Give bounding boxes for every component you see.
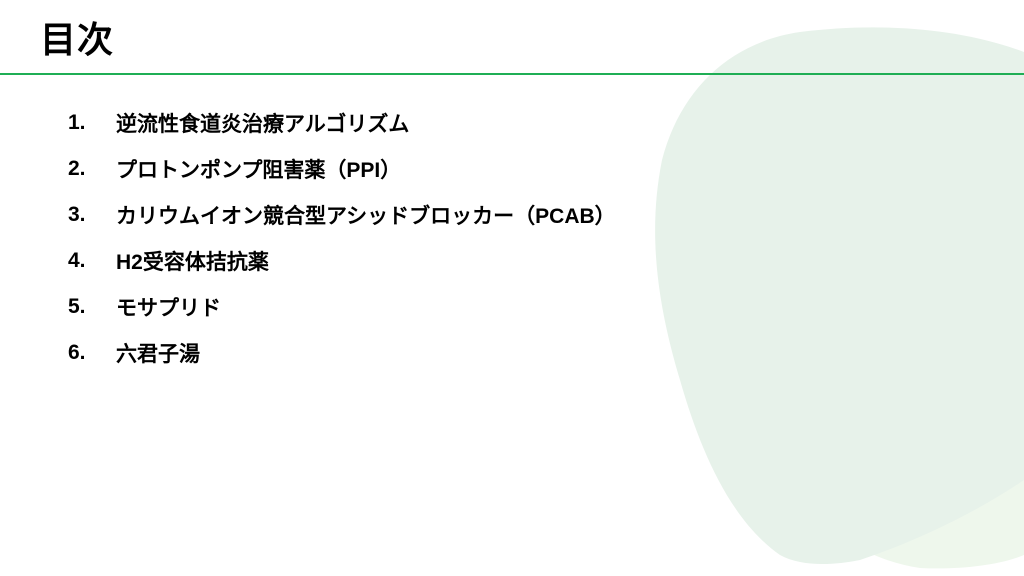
table-of-contents: 1. 逆流性食道炎治療アルゴリズム 2. プロトンポンプ阻害薬（PPI） 3. … bbox=[68, 100, 616, 376]
toc-item-number: 3. bbox=[68, 203, 86, 226]
toc-item-number: 2. bbox=[68, 157, 86, 180]
toc-item: 6. 六君子湯 bbox=[68, 330, 616, 376]
toc-item-number: 4. bbox=[68, 249, 86, 272]
toc-item-label: プロトンポンプ阻害薬（PPI） bbox=[116, 159, 402, 182]
toc-item-label: H2受容体拮抗薬 bbox=[116, 251, 269, 274]
title-divider bbox=[0, 73, 1024, 75]
toc-item-number: 1. bbox=[68, 111, 86, 134]
toc-item: 5. モサプリド bbox=[68, 284, 616, 330]
background-blob-primary bbox=[655, 27, 1024, 565]
slide-title: 目次 bbox=[40, 19, 115, 60]
toc-item-number: 6. bbox=[68, 341, 86, 364]
toc-item-number: 5. bbox=[68, 295, 86, 318]
toc-item-label: カリウムイオン競合型アシッドブロッカー（PCAB） bbox=[116, 205, 616, 228]
toc-item: 1. 逆流性食道炎治療アルゴリズム bbox=[68, 100, 616, 146]
toc-item: 2. プロトンポンプ阻害薬（PPI） bbox=[68, 146, 616, 192]
toc-item: 4. H2受容体拮抗薬 bbox=[68, 238, 616, 284]
toc-item-label: 六君子湯 bbox=[116, 343, 200, 366]
toc-item-label: 逆流性食道炎治療アルゴリズム bbox=[116, 113, 410, 136]
toc-item: 3. カリウムイオン競合型アシッドブロッカー（PCAB） bbox=[68, 192, 616, 238]
toc-item-label: モサプリド bbox=[116, 297, 221, 320]
